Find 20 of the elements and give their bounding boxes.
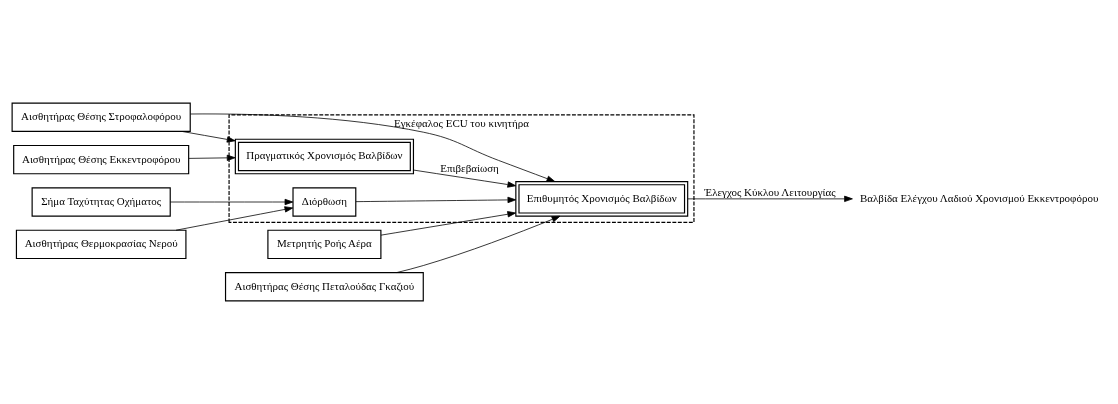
node-box: Διόρθωση bbox=[292, 187, 357, 217]
node-box: Μετρητής Ροής Αέρα bbox=[267, 229, 382, 260]
arrow bbox=[687, 195, 853, 202]
arrow bbox=[181, 131, 236, 143]
arrow bbox=[380, 211, 516, 236]
arrow bbox=[169, 198, 294, 206]
node-box: Αισθητήρας Θέσης Στροφαλοφόρου bbox=[11, 102, 191, 132]
node-box: Σήμα Ταχύτητας Οχήματος bbox=[31, 187, 171, 217]
arrow bbox=[413, 169, 517, 188]
arrow bbox=[396, 215, 561, 273]
node-box: Αισθητήρας Θερμοκρασίας Νερού bbox=[15, 229, 187, 260]
edge-label: Έλεγχος Κύκλου Λειτουργίας bbox=[704, 185, 836, 198]
arrow bbox=[175, 206, 294, 231]
arrow bbox=[190, 113, 556, 182]
node-box: Αισθητήρας Θέσης Εκκεντροφόρου bbox=[13, 144, 190, 175]
edge-label: Επιβεβαίωση bbox=[440, 162, 499, 175]
node-box: Αισθητήρας Θέσης Πεταλούδας Γκαζιού bbox=[224, 272, 424, 302]
node-text: Βαλβίδα Ελέγχου Λαδιού Χρονισμού Εκκεντροφόρου bbox=[859, 191, 1099, 204]
arrow bbox=[355, 196, 517, 204]
arrow bbox=[188, 154, 236, 161]
